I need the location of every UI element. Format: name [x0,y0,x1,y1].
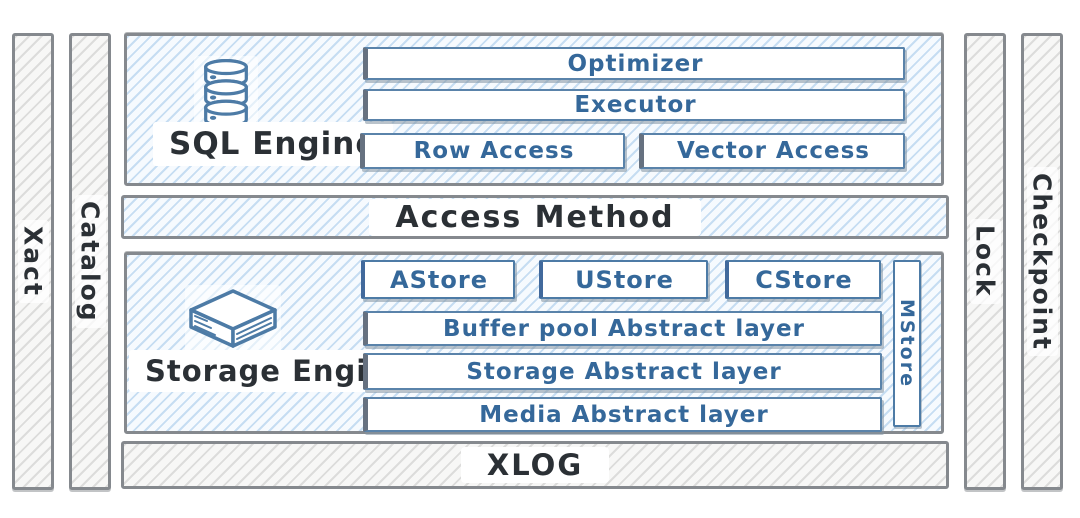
executor-box: Executor [363,89,905,121]
access-method-label: Access Method [369,198,701,236]
lock-bar-label: Lock [969,219,1001,304]
ustore-box: UStore [539,260,708,299]
buffer-pool-abstract-layer-box: Buffer pool Abstract layer [363,311,882,346]
storage-engine-panel: Storage Engine AStore UStore CStore MSto… [124,252,944,434]
sql-engine-panel: SQL Engine Optimizer Executor Row Access… [124,33,944,186]
lock-bar: Lock [964,33,1006,490]
storage-abstract-layer-box: Storage Abstract layer [363,353,882,390]
checkpoint-bar-label: Checkpoint [1026,166,1058,357]
xact-bar-label: Xact [17,220,49,303]
vector-access-box: Vector Access [639,133,905,169]
access-method-bar: Access Method [121,195,949,239]
catalog-bar-label: Catalog [74,194,106,329]
mstore-box: MStore [893,260,921,427]
xlog-bar: XLOG [121,441,949,489]
media-abstract-layer-box: Media Abstract layer [363,397,882,432]
checkpoint-bar: Checkpoint [1021,33,1063,490]
astore-box: AStore [361,260,515,299]
catalog-bar: Catalog [69,33,111,490]
xlog-label: XLOG [460,447,610,483]
xact-bar: Xact [12,33,54,490]
database-icon [194,56,258,132]
mstore-label: MStore [896,299,918,388]
optimizer-box: Optimizer [363,47,905,80]
sql-engine-label: SQL Engine [153,122,394,166]
storage-stack-icon [185,285,281,361]
row-access-box: Row Access [360,133,625,169]
cstore-box: CStore [725,260,881,299]
